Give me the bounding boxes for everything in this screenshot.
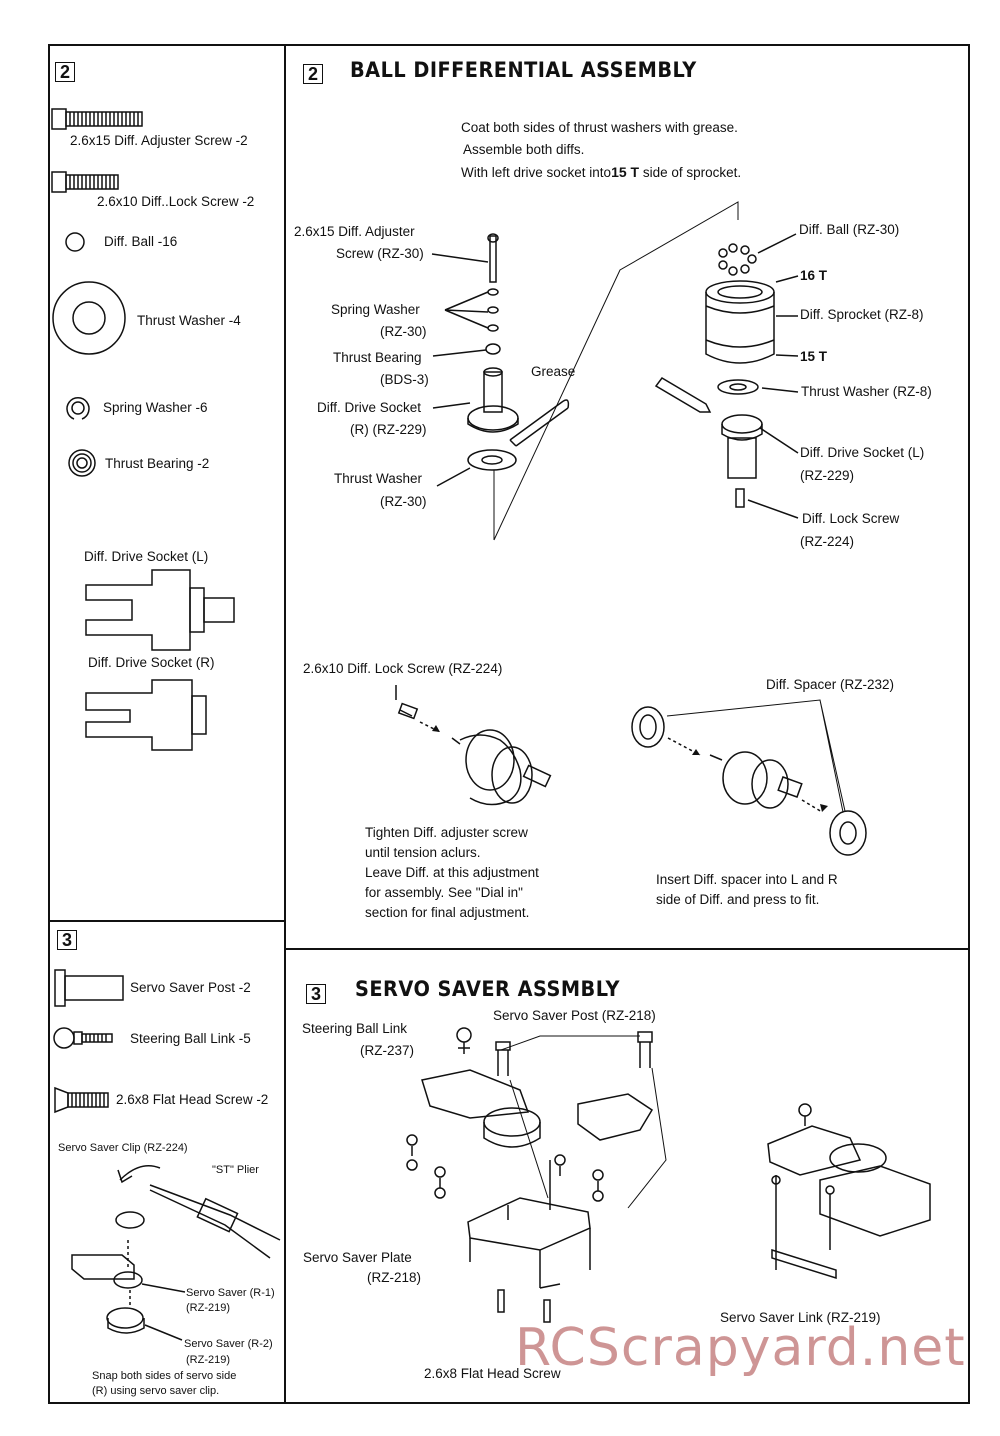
servo-saver-r1-code: (RZ-219) (186, 1302, 231, 1314)
diff-instruction-1: Coat both sides of thrust washers with g… (461, 120, 738, 135)
lock-screw-icon (51, 171, 119, 193)
servo-saver-r2-code: (RZ-219) (186, 1354, 231, 1366)
part-lock-screw-label: 2.6x10 Diff..Lock Screw -2 (97, 194, 255, 209)
part-thrust-bearing-label: Thrust Bearing -2 (105, 456, 210, 471)
clip-note-line1: Snap both sides of servo side (92, 1370, 237, 1382)
diff-spacer-label: Diff. Spacer (RZ-232) (766, 677, 895, 692)
flat-head-screw-callout: 2.6x8 Flat Head Screw (424, 1366, 561, 1381)
diff-section-number: 2 (303, 64, 323, 84)
section-2-number: 2 (55, 62, 75, 82)
servo-section-number: 3 (306, 984, 326, 1004)
servo-saver-r1-label: Servo Saver (R-1) (186, 1287, 275, 1299)
sprocket-16t-label: 16 T (800, 268, 828, 283)
servo-saver-clip-drawing (71, 1165, 281, 1341)
tighten-note-2: until tension aclurs. (365, 845, 481, 860)
drive-socket-l-icon (85, 569, 235, 651)
thrust-bearing-icon (68, 449, 96, 477)
drive-socket-r-label: Diff. Drive Socket (R) (88, 655, 215, 670)
diff-instruction-3: With left drive socket into15 T side of … (461, 164, 742, 180)
drive-socket-l-callout-1: Diff. Drive Socket (L) (800, 445, 925, 460)
servo-saver-link-callout: Servo Saver Link (RZ-219) (720, 1310, 881, 1325)
servo-saver-assembled-drawing (767, 1103, 931, 1280)
thrust-washer-icon (52, 281, 126, 355)
clip-note-line2: (R) using servo saver clip. (92, 1385, 220, 1397)
right-section-divider (286, 948, 970, 950)
diff-lock-screw-assembly (395, 685, 552, 806)
thrust-washer-callout-2: (RZ-30) (380, 494, 427, 509)
watermark: RCScrapyard.net (515, 1318, 966, 1378)
lock-screw-step-label: 2.6x10 Diff. Lock Screw (RZ-224) (303, 661, 503, 676)
adjuster-screw-callout-1: 2.6x15 Diff. Adjuster (294, 224, 415, 239)
drive-socket-r-callout-2: (R) (RZ-229) (350, 422, 427, 437)
sprocket-15t-label: 15 T (800, 349, 828, 364)
servo-saver-r2-label: Servo Saver (R-2) (184, 1338, 273, 1350)
spring-washer-callout-1: Spring Washer (331, 302, 420, 317)
column-divider (284, 44, 286, 1404)
steering-ball-link-icon (53, 1027, 113, 1049)
servo-section-title: SERVO SAVER ASSMBLY (355, 977, 620, 1001)
diff-sprocket-callout: Diff. Sprocket (RZ-8) (800, 307, 924, 322)
spring-washer-callout-2: (RZ-30) (380, 324, 427, 339)
adjuster-screw-callout-2: Screw (RZ-30) (336, 246, 424, 261)
tighten-note-4: for assembly. See "Dial in" (365, 885, 523, 900)
servo-saver-post-icon (54, 969, 124, 1007)
drive-socket-l-label: Diff. Drive Socket (L) (84, 549, 209, 564)
thrust-bearing-callout-1: Thrust Bearing (333, 350, 422, 365)
lock-screw-callout-2: (RZ-224) (800, 534, 855, 549)
part-thrust-washer-label: Thrust Washer -4 (137, 313, 241, 328)
part-diff-ball-label: Diff. Ball -16 (104, 234, 178, 249)
part-adjuster-screw-label: 2.6x15 Diff. Adjuster Screw -2 (70, 133, 248, 148)
drive-socket-r-icon (85, 679, 207, 751)
part-steering-ball-link-label: Steering Ball Link -5 (130, 1031, 251, 1046)
part-servo-saver-post-label: Servo Saver Post -2 (130, 980, 251, 995)
lock-screw-callout-1: Diff. Lock Screw (802, 511, 900, 526)
tighten-note-5: section for final adjustment. (365, 905, 530, 920)
tighten-note-1: Tighten Diff. adjuster screw (365, 825, 528, 840)
servo-saver-post-callout: Servo Saver Post (RZ-218) (493, 1008, 656, 1023)
servo-saver-clip-label: Servo Saver Clip (RZ-224) (58, 1142, 188, 1154)
diff-instruction-2: Assemble both diffs. (463, 142, 585, 157)
steering-ball-link-callout-1: Steering Ball Link (302, 1021, 408, 1036)
drive-socket-r-callout-1: Diff. Drive Socket (317, 400, 422, 415)
left-section-divider (48, 920, 285, 922)
drive-socket-l-callout-2: (RZ-229) (800, 468, 855, 483)
servo-saver-exploded-drawing (406, 1027, 667, 1323)
insert-note-2: side of Diff. and press to fit. (656, 892, 820, 907)
page-frame (48, 44, 970, 1404)
adjuster-screw-icon (51, 108, 143, 130)
part-spring-washer-label: Spring Washer -6 (103, 400, 208, 415)
tighten-note-3: Leave Diff. at this adjustment (365, 865, 539, 880)
thrust-washer-callout-1: Thrust Washer (334, 471, 423, 486)
thrust-washer-rz8-callout: Thrust Washer (RZ-8) (801, 384, 932, 399)
section-3-number: 3 (57, 930, 77, 950)
diff-ball-icon (65, 232, 85, 252)
servo-saver-plate-callout-1: Servo Saver Plate (303, 1250, 412, 1265)
insert-note-1: Insert Diff. spacer into L and R (656, 872, 838, 887)
diff-ball-callout: Diff. Ball (RZ-30) (799, 222, 900, 237)
servo-saver-plate-callout-2: (RZ-218) (367, 1270, 422, 1285)
diff-section-title: BALL DIFFERENTIAL ASSEMBLY (350, 58, 697, 82)
steering-ball-link-callout-2: (RZ-237) (360, 1043, 415, 1058)
flat-head-screw-icon (54, 1086, 109, 1114)
grease-callout: Grease (531, 364, 576, 379)
part-flat-head-screw-label: 2.6x8 Flat Head Screw -2 (116, 1092, 269, 1107)
st-plier-label: "ST" Plier (212, 1164, 259, 1176)
spring-washer-icon (66, 397, 90, 420)
diff-exploded-left-side (654, 233, 799, 519)
diff-spacer-assembly (631, 699, 867, 856)
diff-exploded-right-side (431, 201, 739, 541)
thrust-bearing-callout-2: (BDS-3) (380, 372, 429, 387)
